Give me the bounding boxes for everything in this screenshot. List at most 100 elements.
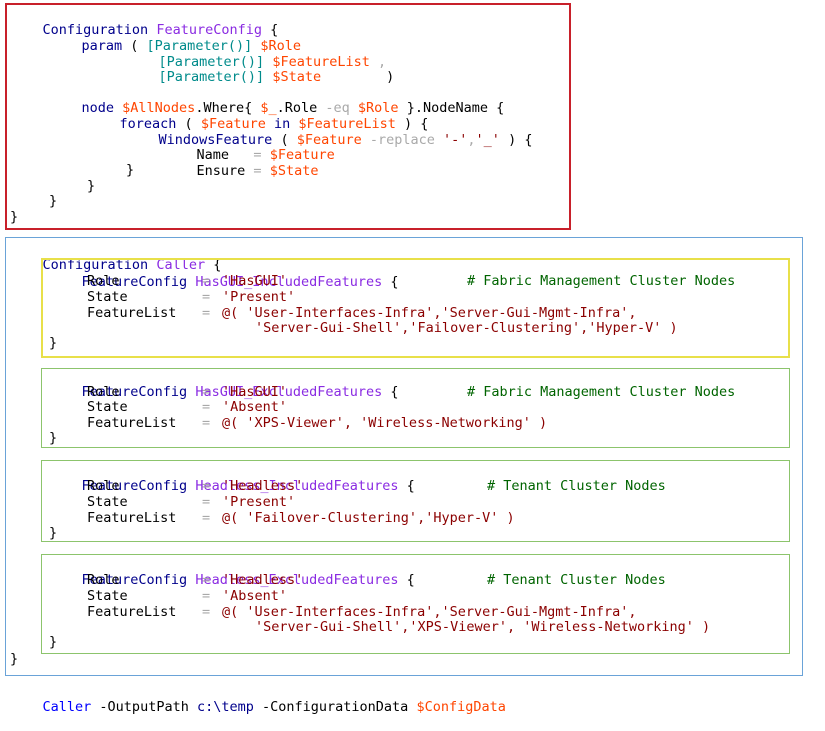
state-variable: $State: [269, 163, 319, 179]
role-key: Role: [87, 478, 120, 494]
feature-variable: $Feature: [269, 147, 335, 163]
block-header: FeatureConfig HasGUI_IncludedFeatures {: [49, 258, 399, 290]
foreach-line: foreach ( $Feature in $FeatureList ) {: [87, 100, 429, 132]
close-brace: }: [126, 162, 135, 178]
invoke-line: Caller -OutputPath c:\temp -Configuratio…: [10, 683, 506, 715]
equals: =: [202, 478, 211, 494]
featureconfig-type: FeatureConfig: [81, 274, 188, 290]
where-method: .Where{: [195, 100, 261, 116]
headless-excluded-box: [41, 554, 790, 654]
equals: =: [202, 384, 211, 400]
equals: =: [253, 163, 270, 179]
parameter-attribute: [Parameter()]: [158, 69, 265, 85]
featurelist-value: @( 'XPS-Viewer', 'Wireless-Networking' ): [222, 415, 548, 431]
feature-variable: $Feature: [296, 132, 362, 148]
node-keyword: node: [81, 100, 123, 116]
featurelist-variable: $FeatureList: [264, 54, 370, 70]
caller-box: [5, 237, 803, 676]
close-brace: }: [49, 634, 58, 650]
comment: # Fabric Management Cluster Nodes: [467, 273, 736, 289]
outputpath-parameter: -OutputPath: [91, 699, 189, 715]
featureconfig-type: FeatureConfig: [81, 384, 188, 400]
foreach-keyword: foreach: [119, 116, 177, 132]
instance-name: Headless_IncludedFeatures: [187, 478, 399, 494]
param-line-2: [Parameter()] $FeatureList ,: [126, 38, 387, 70]
equals: =: [253, 147, 270, 163]
eq-operator: -eq: [325, 100, 350, 116]
comma: ,: [467, 132, 476, 148]
close-brace: }: [49, 193, 58, 209]
role-value: 'HasGUI': [222, 273, 288, 289]
role-value: 'HasGUI': [222, 384, 288, 400]
caller-command: Caller: [42, 699, 92, 715]
foreach-open: (: [176, 116, 201, 132]
block-header: FeatureConfig Headless_ExcludedFeatures …: [49, 556, 415, 588]
state-value: 'Present': [222, 494, 296, 510]
configuration-keyword: Configuration: [42, 22, 157, 38]
parameter-attribute: [Parameter()]: [146, 38, 253, 54]
featurelist-value: @( 'User-Interfaces-Infra','Server-Gui-M…: [222, 305, 637, 321]
state-value: 'Present': [222, 289, 296, 305]
open-brace: {: [382, 384, 399, 400]
state-key: State: [87, 494, 128, 510]
featurelist-key: FeatureList: [87, 415, 177, 431]
foreach-close: ) {: [395, 116, 429, 132]
headless-included-box: [41, 460, 790, 542]
param-keyword: param: [81, 38, 123, 54]
instance-name: HasGUI_IncludedFeatures: [187, 274, 383, 290]
caller-header: Configuration Caller {: [10, 241, 222, 273]
comma: ,: [369, 54, 387, 70]
outputpath-value: c:\temp: [188, 699, 254, 715]
state-value: 'Absent': [222, 588, 288, 604]
featurelist-value: @( 'Failover-Clustering','Hyper-V' ): [222, 510, 515, 526]
open-brace: {: [205, 257, 222, 273]
windowsfeature-line: WindowsFeature ( $Feature -replace '-','…: [126, 116, 533, 148]
equals: =: [202, 510, 211, 526]
open-brace: {: [382, 274, 399, 290]
instance-name: HasGUI_ExcludedFeatures: [187, 384, 383, 400]
configdata-variable: $ConfigData: [408, 699, 506, 715]
block-header: FeatureConfig HasGUI_ExcludedFeatures {: [49, 368, 399, 400]
state-value: 'Absent': [222, 399, 288, 415]
comment: # Fabric Management Cluster Nodes: [467, 384, 736, 400]
hasgui-included-box: [41, 258, 790, 358]
featurelist-key: FeatureList: [87, 604, 177, 620]
role-value: 'Headless': [222, 478, 304, 494]
in-keyword: in: [265, 116, 299, 132]
featurelist-value-continued: 'Server-Gui-Shell','XPS-Viewer', 'Wirele…: [255, 619, 711, 635]
ensure-line: Ensure = $State: [164, 147, 319, 179]
state-key: State: [87, 588, 128, 604]
replace-operator: -replace: [361, 132, 444, 148]
name-key: Name: [196, 147, 254, 163]
close-brace: }: [87, 178, 96, 194]
state-key: State: [87, 399, 128, 415]
equals: =: [202, 305, 211, 321]
open-brace: {: [261, 22, 279, 38]
open-brace: {: [398, 572, 415, 588]
state-key: State: [87, 289, 128, 305]
caller-close-brace: }: [10, 651, 19, 667]
equals: =: [202, 588, 211, 604]
featureconfig-type: FeatureConfig: [81, 572, 188, 588]
param-line-3: [Parameter()] $State ): [126, 53, 395, 85]
close-brace: }: [10, 209, 19, 225]
instance-name: Headless_ExcludedFeatures: [187, 572, 399, 588]
pipeline-variable: $_: [260, 100, 277, 116]
role-variable: $Role: [252, 38, 301, 54]
allnodes-variable: $AllNodes: [122, 100, 196, 116]
name-line: Name = $Feature: [164, 131, 335, 163]
equals: =: [202, 604, 211, 620]
role-key: Role: [87, 572, 120, 588]
featurelist-variable: $FeatureList: [298, 116, 396, 132]
equals: =: [202, 494, 211, 510]
featurelist-value: @( 'User-Interfaces-Infra','Server-Gui-M…: [222, 604, 637, 620]
close-brace: }: [49, 335, 58, 351]
featurelist-key: FeatureList: [87, 510, 177, 526]
equals: =: [202, 572, 211, 588]
featureconfig-header: Configuration FeatureConfig {: [10, 6, 279, 38]
featureconfig-box: [5, 3, 571, 230]
featurelist-key: FeatureList: [87, 305, 177, 321]
hasgui-excluded-box: [41, 368, 790, 448]
role-key: Role: [87, 384, 120, 400]
